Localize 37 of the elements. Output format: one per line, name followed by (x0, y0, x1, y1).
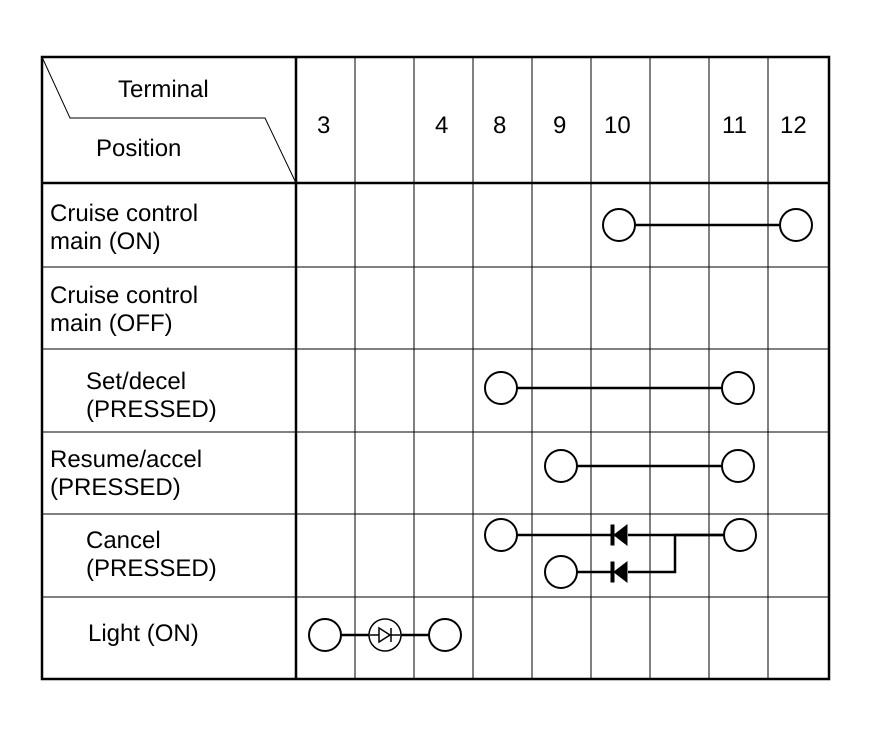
connection-line (401, 634, 429, 636)
terminal-number: 12 (780, 112, 808, 140)
terminal-circle (428, 618, 462, 652)
terminal-number: 8 (493, 112, 508, 140)
connection-line (577, 570, 612, 574)
terminal-number: 3 (317, 112, 332, 140)
terminal-circle (723, 518, 757, 552)
terminal-circle (308, 618, 342, 652)
row-header: Cancel (PRESSED) (86, 527, 218, 583)
connection-line (628, 534, 724, 574)
terminal-circle (602, 208, 636, 242)
connection-line (517, 386, 722, 390)
connection-line (577, 464, 722, 468)
row-header: Cruise control main (OFF) (50, 282, 200, 338)
column-header: Terminal (118, 76, 210, 104)
diode-symbol (610, 524, 628, 546)
terminal-circle (779, 208, 813, 242)
terminal-number: 10 (604, 112, 632, 140)
terminal-number: 9 (553, 112, 568, 140)
terminal-circle (544, 555, 578, 589)
terminal-number: 4 (435, 112, 450, 140)
row-header: Set/decel (PRESSED) (86, 368, 218, 424)
row-header: Light (ON) (88, 620, 200, 648)
lamp-symbol (368, 618, 402, 652)
terminal-circle (484, 371, 518, 405)
terminal-number: 11 (722, 112, 748, 140)
terminal-circle (721, 449, 755, 483)
connection-line (635, 224, 780, 226)
connection-line (517, 534, 612, 536)
row-header: Resume/accel (PRESSED) (50, 446, 204, 502)
terminal-circle (544, 449, 578, 483)
connection-line (341, 634, 369, 636)
terminal-circle (721, 371, 755, 405)
diode-symbol (610, 560, 628, 584)
terminal-circle (484, 518, 518, 552)
row-header: Cruise control main (ON) (50, 200, 200, 256)
row-header: Position (96, 135, 182, 163)
